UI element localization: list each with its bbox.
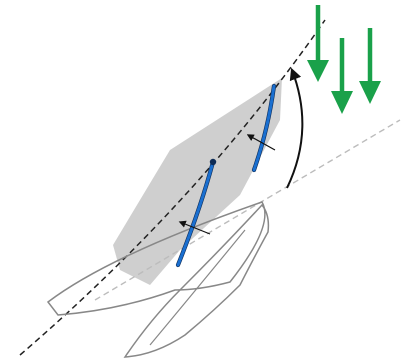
batten-lower-blue bbox=[176, 160, 215, 267]
hull-outline-upper bbox=[46, 201, 266, 316]
force-arrow-lower bbox=[178, 220, 211, 235]
wind-arrow-middle bbox=[331, 38, 353, 114]
sail-region bbox=[113, 78, 282, 285]
wind-arrow-left bbox=[307, 5, 329, 82]
force-arrow-upper bbox=[246, 134, 276, 151]
hull-inner-line bbox=[149, 229, 246, 346]
wind-arrows bbox=[307, 5, 381, 114]
batten-upper-blue bbox=[252, 84, 276, 172]
sail-battens bbox=[175, 83, 277, 268]
boom-axis-dashed-light bbox=[94, 119, 401, 301]
sail-force-arrows bbox=[178, 134, 276, 235]
rotation-arc-arrow bbox=[286, 67, 304, 189]
batten-head-dot bbox=[209, 158, 217, 166]
wind-arrow-right bbox=[359, 28, 381, 104]
hull-outline-lower bbox=[123, 203, 270, 358]
